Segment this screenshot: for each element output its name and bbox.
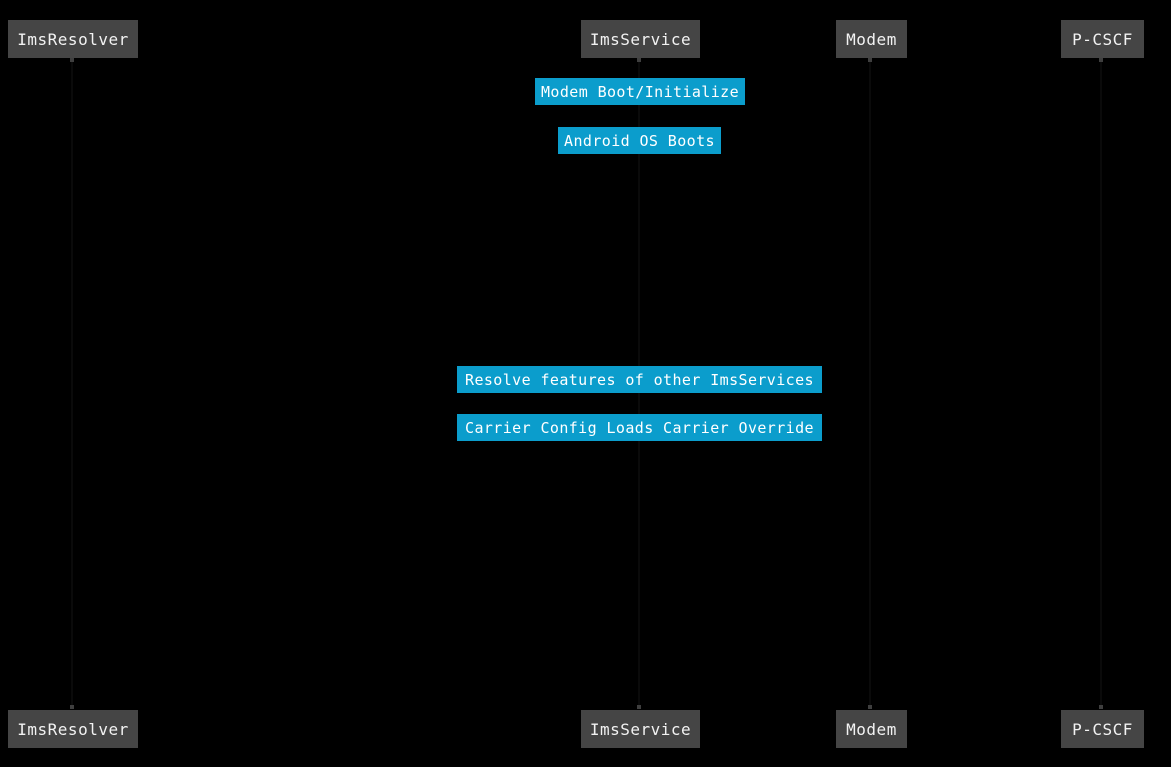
lifeline-stub: [1099, 58, 1103, 62]
participant-top-imsresolver[interactable]: ImsResolver: [8, 20, 138, 58]
note-carrier-config-loads-carrier-override[interactable]: Carrier Config Loads Carrier Override: [457, 414, 822, 441]
participant-top-p-cscf[interactable]: P-CSCF: [1061, 20, 1144, 58]
note-modem-boot-initialize[interactable]: Modem Boot/Initialize: [535, 78, 745, 105]
participant-label: Modem: [846, 29, 897, 49]
lifeline-p-cscf: [1100, 58, 1102, 709]
participant-label: P-CSCF: [1072, 719, 1133, 739]
participant-bottom-modem[interactable]: Modem: [836, 710, 907, 748]
participant-top-modem[interactable]: Modem: [836, 20, 907, 58]
participant-bottom-imsresolver[interactable]: ImsResolver: [8, 710, 138, 748]
participant-label: ImsResolver: [17, 29, 129, 49]
lifeline-stub: [70, 58, 74, 62]
participant-bottom-p-cscf[interactable]: P-CSCF: [1061, 710, 1144, 748]
participant-label: P-CSCF: [1072, 29, 1133, 49]
note-label: Modem Boot/Initialize: [540, 82, 740, 101]
participant-label: ImsService: [589, 719, 692, 739]
participant-label: ImsResolver: [17, 719, 129, 739]
participant-label: Modem: [846, 719, 897, 739]
lifeline-imsresolver: [71, 58, 73, 709]
note-label: Carrier Config Loads Carrier Override: [465, 418, 814, 437]
participant-bottom-imsservice[interactable]: ImsService: [581, 710, 700, 748]
note-resolve-features-of-other-imsservices[interactable]: Resolve features of other ImsServices: [457, 366, 822, 393]
note-label: Resolve features of other ImsServices: [465, 370, 814, 389]
lifeline-stub: [1099, 705, 1103, 709]
participant-top-imsservice[interactable]: ImsService: [581, 20, 700, 58]
lifeline-modem: [869, 58, 871, 709]
note-android-os-boots[interactable]: Android OS Boots: [558, 127, 721, 154]
lifeline-stub: [868, 58, 872, 62]
lifeline-stub: [70, 705, 74, 709]
lifeline-stub: [637, 58, 641, 62]
lifeline-stub: [868, 705, 872, 709]
lifeline-stub: [637, 705, 641, 709]
note-label: Android OS Boots: [564, 131, 715, 150]
participant-label: ImsService: [589, 29, 692, 49]
